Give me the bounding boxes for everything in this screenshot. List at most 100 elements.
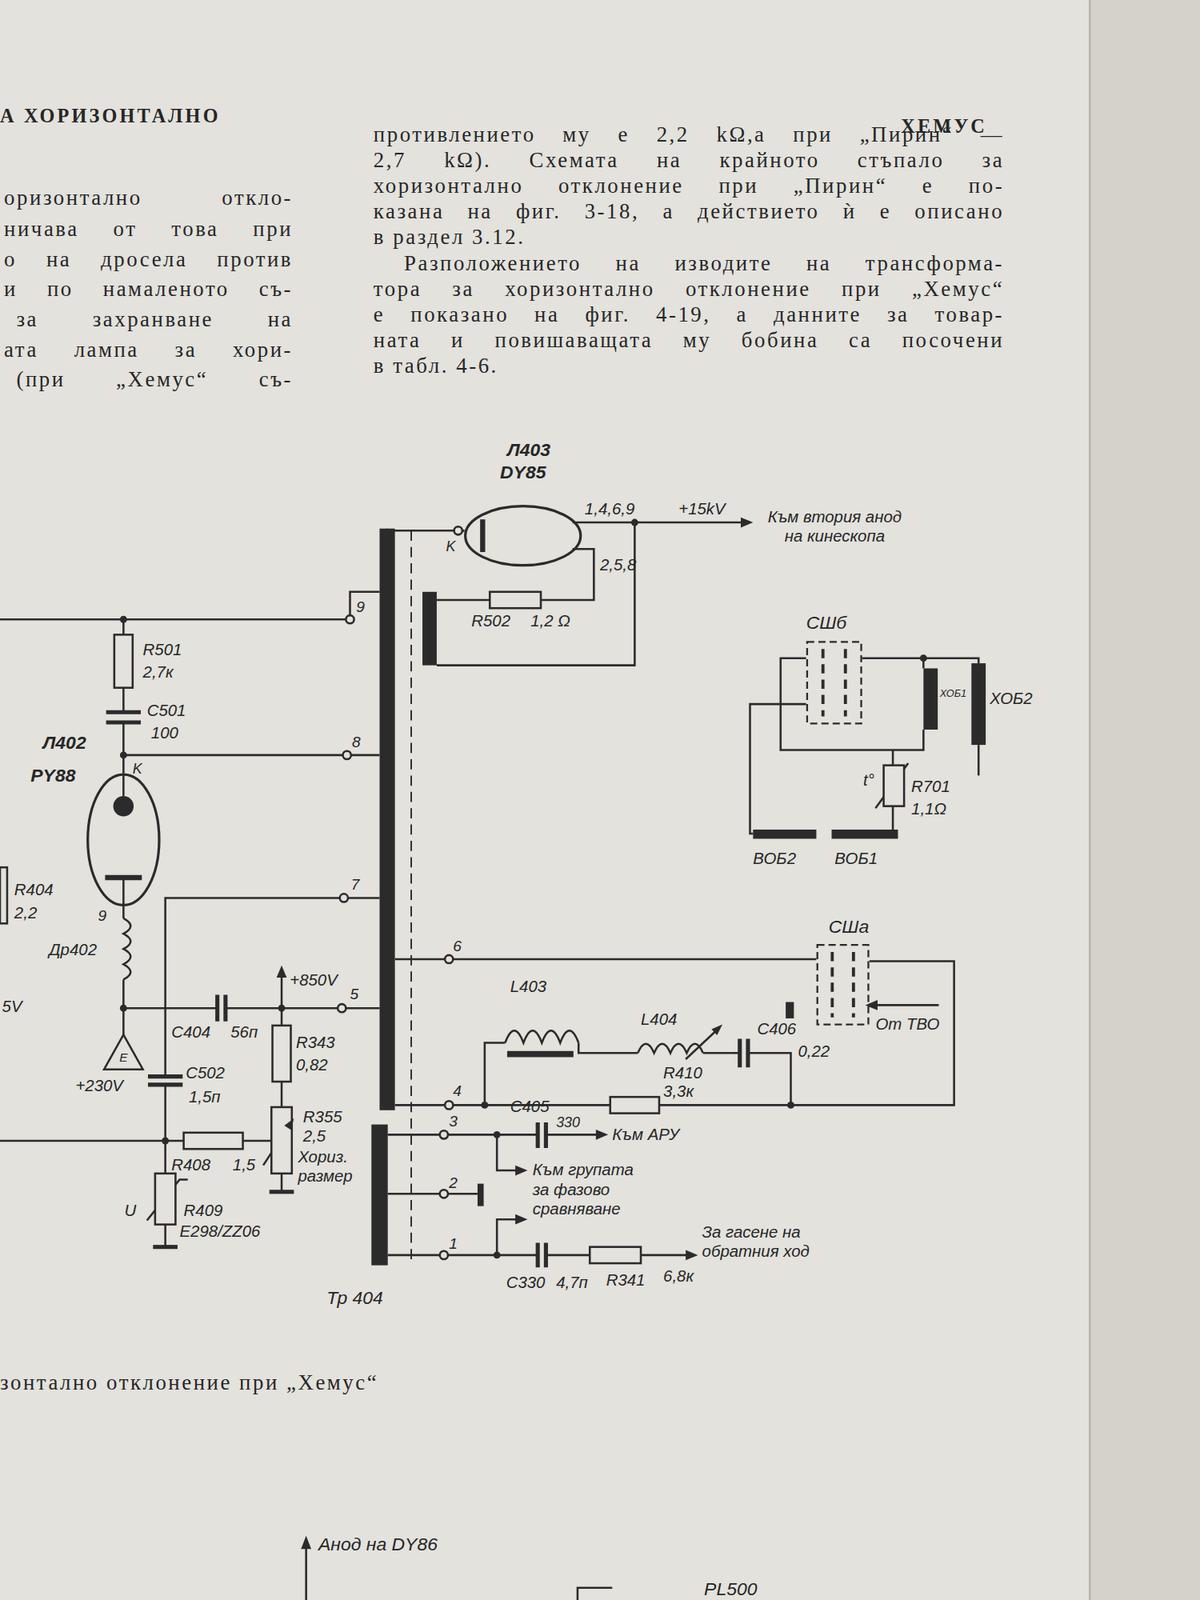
body-text-line: хоризонтално отклонение при „Пирин“ е по… <box>373 173 1004 199</box>
capacitor-plate <box>106 712 748 1268</box>
schematic-label: 1,1Ω <box>911 800 947 819</box>
schematic-label: E <box>119 1051 128 1066</box>
junction-dot <box>120 751 128 759</box>
schematic-label: t° <box>863 771 875 790</box>
capacitor-plate <box>537 1122 546 1148</box>
schematic-label: За гасене на обратния ход <box>702 1222 846 1262</box>
winding-bar <box>422 592 437 666</box>
winding-bar <box>507 1051 574 1058</box>
schematic-label: C330 <box>506 1273 546 1292</box>
wire <box>484 1043 506 1106</box>
body-text-line: (при „Хемус“ съ- <box>16 367 293 392</box>
node-outline <box>821 648 825 716</box>
schematic-label: 3 <box>448 1112 458 1130</box>
wire <box>436 599 490 602</box>
junction-dot <box>120 616 128 624</box>
node-outline <box>852 952 856 1018</box>
wire <box>123 918 131 980</box>
wire-connector <box>123 755 380 774</box>
schematic-label: Към групата за фазово сравняване <box>532 1160 648 1219</box>
wire <box>0 522 979 1600</box>
wire <box>748 1052 792 1105</box>
schematic-label: +230V <box>75 1076 124 1096</box>
schematic-label: 2,5,8 <box>600 556 636 575</box>
schematic-label: От ТВО <box>875 1015 940 1034</box>
schematic-label: +850V <box>289 971 338 990</box>
earth-symbol <box>104 1034 143 1069</box>
body-text-line: и по намаленото съ- <box>4 276 293 302</box>
arrow-head <box>596 1129 608 1140</box>
node-shape <box>806 640 863 725</box>
schematic-label: Хориз. размер <box>297 1147 365 1187</box>
junction-dot <box>161 1137 169 1145</box>
node-label: Л402 <box>43 732 87 754</box>
arrow-head <box>284 1118 294 1131</box>
dashed-screen-line <box>410 530 412 1265</box>
pin-terminal <box>337 1004 346 1012</box>
part-label: Анод на DY86 <box>318 1533 438 1555</box>
schematic-label: 100 <box>151 724 179 744</box>
schematic-label: 1 <box>448 1234 458 1252</box>
resistor-symbol <box>271 1107 292 1174</box>
arrow-head <box>865 1000 878 1011</box>
node-shape <box>379 528 395 1266</box>
transformer-core: Тр 404 <box>379 528 395 1266</box>
body-text-line: казана на фиг. 3-18, а действието ѝ е оп… <box>373 199 1004 224</box>
schematic-label: 7 <box>351 875 360 893</box>
winding-bar <box>832 829 899 839</box>
schematic-label: +15kV <box>678 500 725 519</box>
wire <box>123 1007 217 1010</box>
schematic-label: R343 <box>296 1033 336 1052</box>
schematic-label: K <box>445 537 456 555</box>
wire <box>545 1254 590 1257</box>
capacitor-plate <box>269 1189 295 1194</box>
winding-bar <box>785 1002 794 1019</box>
schematic-label: R410 <box>663 1064 703 1083</box>
schematic-label: C406 <box>756 1020 796 1040</box>
node-label: СШа <box>828 916 869 937</box>
schematic-label: C405 <box>510 1097 550 1116</box>
arrow-head <box>276 965 288 978</box>
schematic-label: 4,7п <box>556 1273 588 1292</box>
node-outline <box>379 528 395 1111</box>
node-shape <box>464 504 582 567</box>
schematic-label: L403 <box>510 977 547 996</box>
figure-caption: зонтално отклонение при „Хемус“ <box>0 1370 379 1396</box>
schematic-label: E298/ZZ06 <box>179 1222 260 1241</box>
node-label: DY85 <box>500 462 546 484</box>
schematic-label: R502 <box>471 612 511 631</box>
body-text-line: е показано на фиг. 4-19, а данните за то… <box>373 302 1004 328</box>
book-edge <box>1089 0 1200 1600</box>
junction-dot <box>278 1004 286 1012</box>
junction-dot <box>787 1101 795 1109</box>
node-outline <box>465 506 581 566</box>
body-text-line: ата лампа за хори- <box>4 337 293 363</box>
capacitor-plate <box>106 712 141 723</box>
pin-terminal <box>343 751 352 760</box>
resistor-symbol <box>155 1173 176 1225</box>
wire <box>892 806 895 830</box>
schematic-label: 1,5 <box>232 1156 256 1175</box>
node-shape <box>816 944 869 1026</box>
node-label: PY88 <box>30 765 76 787</box>
connector-plug: СШб <box>806 640 863 725</box>
junction-dot <box>480 1101 488 1109</box>
node-outline <box>122 773 125 796</box>
body-text-line: в раздел 3.12. <box>373 224 526 250</box>
wire <box>122 906 125 919</box>
wire <box>448 1254 538 1257</box>
pin-terminal <box>340 893 348 902</box>
arrow-head <box>515 1165 528 1176</box>
wire <box>659 961 955 1106</box>
node-label: СШб <box>806 612 848 633</box>
resistor-symbol <box>0 592 904 1264</box>
schematic-label: 2 <box>448 1173 458 1192</box>
arrow-head <box>685 1250 698 1261</box>
capacitor-plate <box>537 1243 546 1268</box>
junction-dot <box>631 519 639 527</box>
wire <box>350 592 380 616</box>
node-label: Л403 <box>507 440 551 461</box>
body-text-line: в табл. 4-6. <box>373 352 499 378</box>
node-outline <box>113 796 135 817</box>
